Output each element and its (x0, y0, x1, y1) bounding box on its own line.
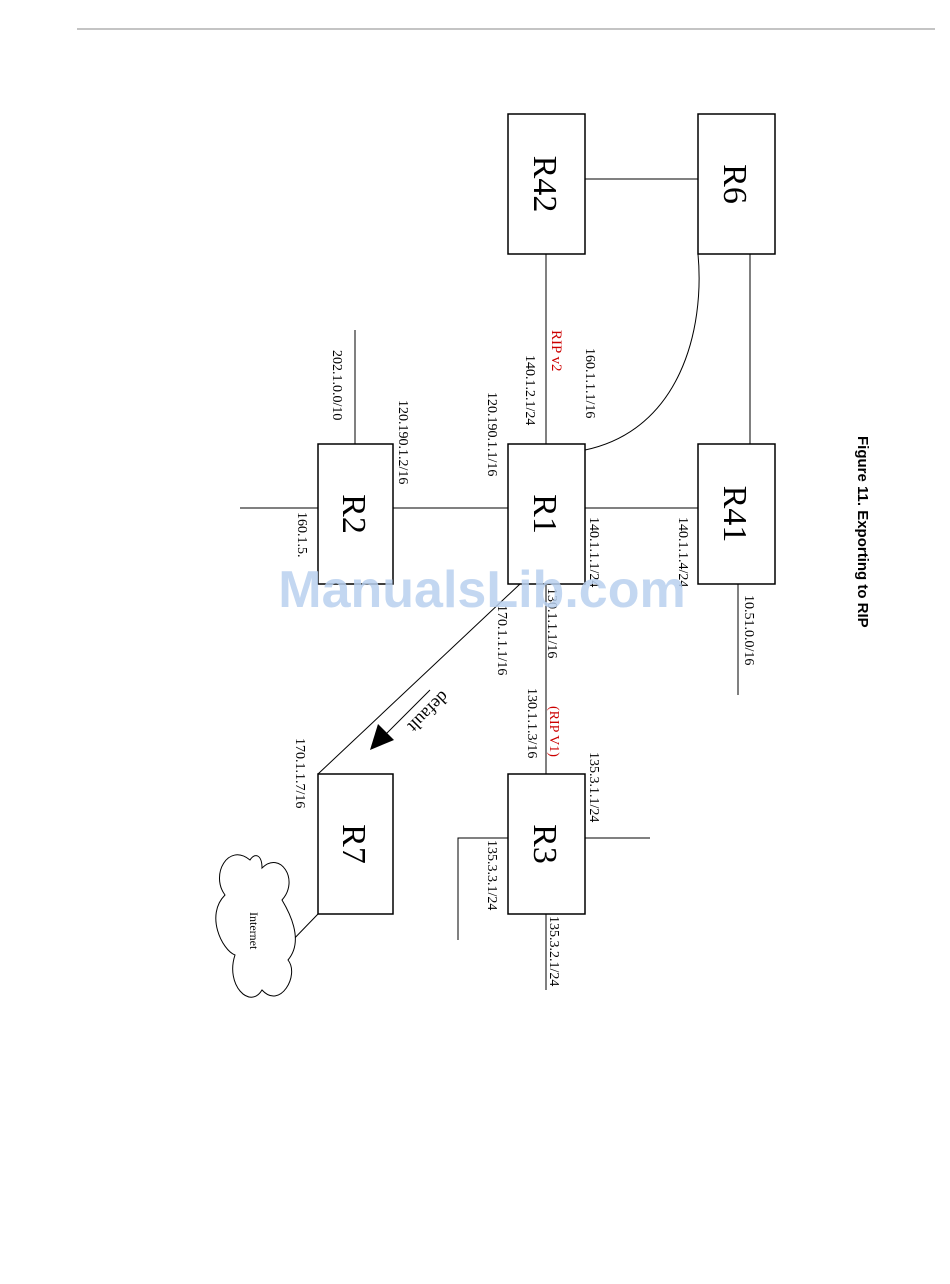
figure-caption: Figure 11. Exporting to RIP (854, 436, 871, 628)
router-boxes (317, 113, 776, 915)
router-r3-label: R3 (526, 824, 563, 864)
label-rip-v1: (RIP V1) (546, 706, 561, 757)
link-r1-r7 (317, 583, 521, 775)
router-r2-label: R2 (335, 494, 372, 534)
router-r6-label: R6 (716, 164, 753, 204)
router-r1-box (507, 443, 586, 585)
label-202-1-0-0: 202.1.0.0/10 (329, 350, 344, 420)
label-internet: Internet (247, 912, 261, 950)
label-170-1-1-7: 170.1.1.7/16 (292, 738, 307, 808)
links (240, 178, 751, 990)
router-r7-label: R7 (335, 824, 372, 864)
label-170-1-1-1: 170.1.1.1/16 (494, 605, 509, 675)
label-120-190-1-2: 120.190.1.2/16 (395, 400, 410, 484)
router-r42-box (507, 113, 586, 255)
label-120-190-1-1: 120.190.1.1/16 (484, 392, 499, 476)
label-160-1-5: 160.1.5. (294, 512, 309, 558)
watermark-text: ManualsLib.com (278, 561, 685, 619)
label-160-1-1-1: 160.1.1.1/16 (582, 348, 597, 418)
router-r7-box (317, 773, 394, 915)
label-135-3-1-1: 135.3.1.1/24 (586, 752, 601, 822)
link-r6-r1 (584, 253, 700, 451)
router-r3-box (507, 773, 586, 915)
label-135-3-2-1: 135.3.2.1/24 (546, 916, 561, 986)
label-135-3-3-1: 135.3.3.1/24 (484, 840, 499, 910)
label-140-1-1-4: 140.1.1.4/24 (675, 517, 690, 587)
router-r41-box (697, 443, 776, 585)
label-140-1-1-1: 140.1.1.1/24 (586, 517, 601, 587)
default-route-arrow (370, 689, 431, 750)
label-rip-v2: RIP v2 (548, 330, 564, 372)
link-r3-net-135-3-3 (457, 837, 508, 940)
label-default: default (404, 687, 453, 736)
label-140-1-2-1: 140.1.2.1/24 (522, 355, 537, 425)
router-r2-box (317, 443, 394, 585)
label-130-1-1-1: 130.1.1.1/16 (544, 588, 559, 658)
label-10-51-0-0: 10.51.0.0/16 (741, 595, 756, 665)
router-r6-box (697, 113, 776, 255)
label-130-1-1-3: 130.1.1.3/16 (524, 688, 539, 758)
internet-cloud-icon (215, 854, 296, 998)
router-r42-label: R42 (526, 156, 563, 213)
router-r41-label: R41 (716, 486, 753, 543)
router-r1-label: R1 (526, 494, 563, 534)
